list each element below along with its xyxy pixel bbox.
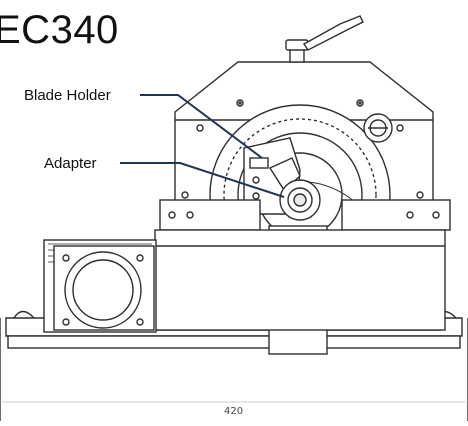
- base-lower: [7, 335, 461, 349]
- table-slot-left: [13, 310, 35, 319]
- dimension-label: 420: [224, 406, 244, 417]
- motor-cover: [64, 251, 142, 329]
- adapter-mid: [287, 187, 313, 213]
- blade-holder-leader: [140, 94, 263, 159]
- adapter-leader: [120, 162, 285, 198]
- cutting-head-inner: [223, 118, 377, 272]
- lower-body: [154, 229, 446, 331]
- model-title: EC340: [0, 8, 119, 52]
- head-base-right: [341, 199, 451, 231]
- clamp-lever: [302, 15, 364, 51]
- blade-holder-label: Blade Holder: [24, 87, 111, 104]
- adapter-label: Adapter: [44, 155, 97, 172]
- adapter-bore: [293, 193, 307, 207]
